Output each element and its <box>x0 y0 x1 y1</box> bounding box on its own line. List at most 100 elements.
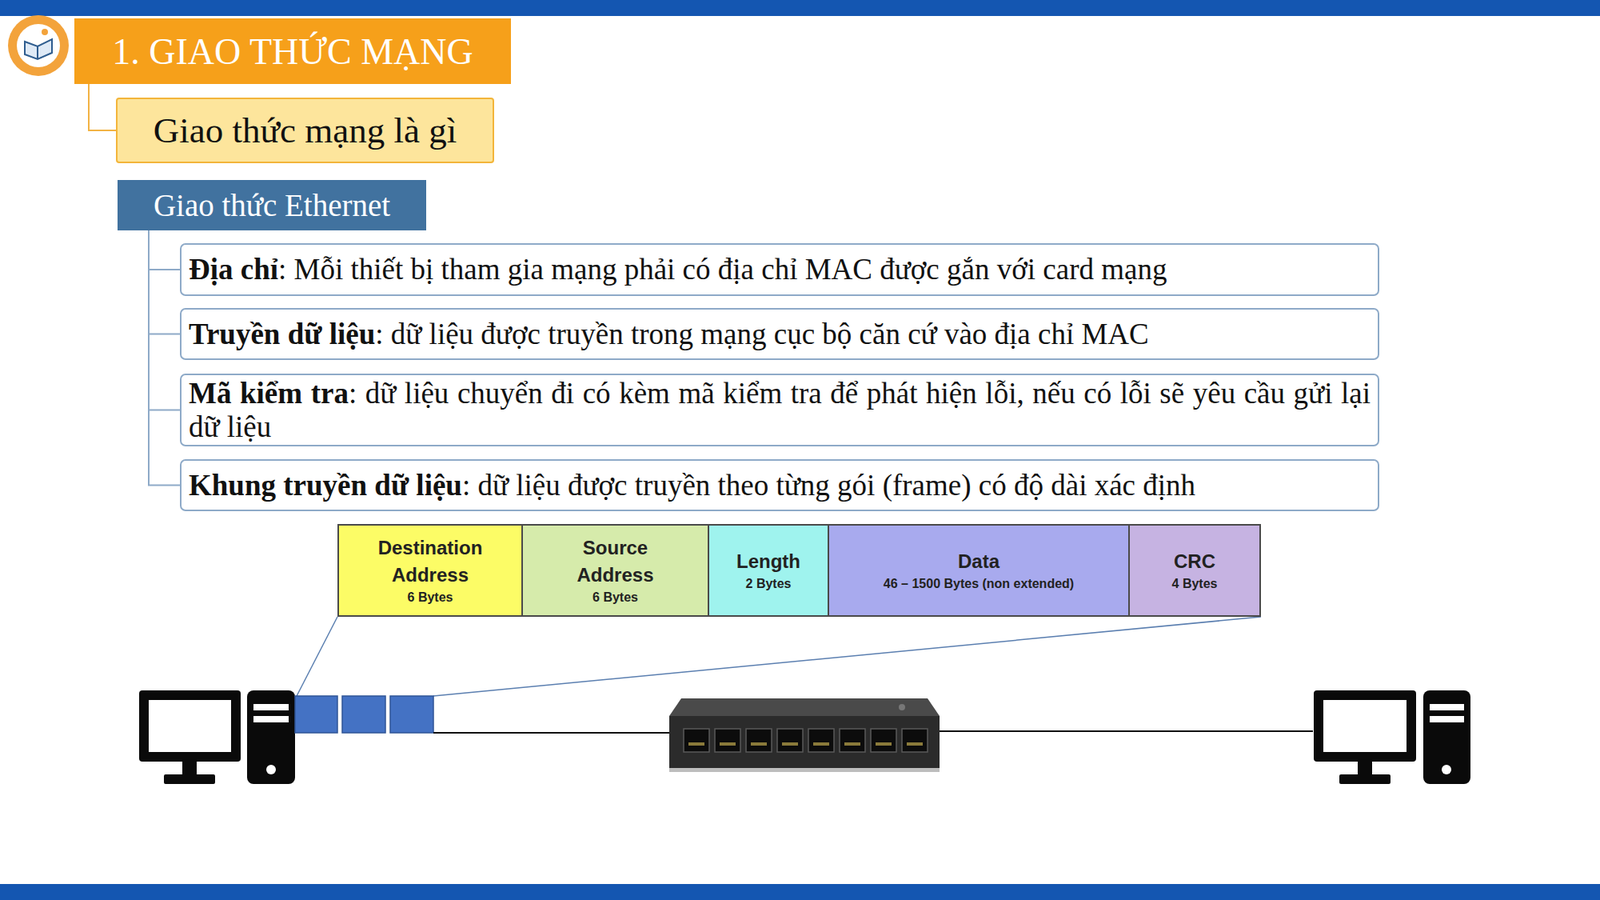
network-cable <box>939 730 1313 732</box>
feature-box: Truyền dữ liệu: dữ liệu được truyền tron… <box>179 307 1380 360</box>
field-name: Data <box>918 547 1039 575</box>
book-icon <box>7 15 69 76</box>
port <box>901 728 928 752</box>
subtopic-box: Giao thức Ethernet <box>117 179 427 231</box>
port-contact <box>875 742 892 746</box>
field-size: 6 Bytes <box>407 588 454 607</box>
feature-text: Khung truyền dữ liệu: dữ liệu được truyề… <box>188 468 1371 503</box>
computer-right <box>1313 690 1471 784</box>
tower <box>247 690 296 784</box>
tower-button <box>1441 764 1452 775</box>
box-label: Giao thức Ethernet <box>153 187 391 224</box>
field-name: Length <box>708 547 829 575</box>
port-contact <box>844 742 861 746</box>
feature-description: : dữ liệu chuyển đi có kèm mã kiểm tra đ… <box>188 376 1371 443</box>
tower-slot <box>253 715 289 723</box>
feature-term: Khung truyền dữ liệu <box>188 468 463 502</box>
icon-circle <box>7 15 69 76</box>
feature-term: Truyền dữ liệu <box>188 317 376 351</box>
field-name: Source Address <box>555 534 676 589</box>
computer-left <box>139 690 296 784</box>
monitor-screen <box>148 699 232 752</box>
book-spine <box>36 46 39 60</box>
monitor-screen <box>1323 699 1407 752</box>
port-contact <box>782 742 799 746</box>
tree-connector <box>148 230 180 411</box>
tree-connector <box>148 230 180 486</box>
feature-box: Mã kiểm tra: dữ liệu chuyển đi có kèm mã… <box>179 373 1380 447</box>
switch-shadow <box>669 767 940 772</box>
frame-field: CRC4 Bytes <box>1128 523 1261 617</box>
switch-logo <box>898 703 906 711</box>
port <box>746 728 772 752</box>
packet-block <box>342 695 386 733</box>
monitor-frame <box>1313 690 1417 762</box>
port-contact <box>813 742 830 746</box>
tower-slot <box>1429 715 1465 723</box>
monitor-neck <box>1357 761 1373 775</box>
port-contact <box>906 742 923 746</box>
port <box>870 728 897 752</box>
icon-dot <box>41 28 48 36</box>
network-cable <box>433 731 670 734</box>
port <box>777 728 803 752</box>
feature-box: Khung truyền dữ liệu: dữ liệu được truyề… <box>179 458 1380 511</box>
packet-block <box>390 695 434 733</box>
packet-block <box>295 695 338 733</box>
icon-inner <box>16 23 60 68</box>
book-shape <box>24 39 52 60</box>
bottom-bar <box>0 883 1600 900</box>
feature-text: Mã kiểm tra: dữ liệu chuyển đi có kèm mã… <box>188 376 1371 444</box>
switch-top <box>669 698 940 716</box>
feature-text: Truyền dữ liệu: dữ liệu được truyền tron… <box>188 317 1371 352</box>
field-size: 6 Bytes <box>592 588 639 607</box>
port-contact <box>688 742 705 746</box>
leader-line <box>433 616 1261 696</box>
tree-connector <box>88 83 116 131</box>
field-name: CRC <box>1134 547 1255 575</box>
top-bar <box>0 0 1600 16</box>
port <box>808 728 834 752</box>
feature-term: Địa chỉ <box>188 252 279 286</box>
field-size: 4 Bytes <box>1172 574 1218 593</box>
tower-slot <box>1429 703 1465 711</box>
tree-connector <box>148 230 180 270</box>
tree-connector <box>148 230 180 335</box>
feature-box: Địa chỉ: Mỗi thiết bị tham gia mạng phải… <box>179 243 1380 296</box>
monitor-base <box>163 774 216 784</box>
monitor-frame <box>139 690 241 762</box>
tower <box>1423 690 1471 784</box>
monitor-neck <box>182 761 197 775</box>
feature-description: : dữ liệu được truyền trong mạng cục bộ … <box>375 317 1149 351</box>
switch-ports <box>683 728 928 752</box>
frame-field: Length2 Bytes <box>707 523 830 617</box>
switch-front <box>669 715 940 771</box>
port <box>839 728 866 752</box>
topic-box: Giao thức mạng là gì <box>115 97 495 164</box>
frame-field: Data46 – 1500 Bytes (non extended) <box>827 523 1130 617</box>
feature-description: : dữ liệu được truyền theo từng gói (fra… <box>462 468 1196 502</box>
box-label: 1. GIAO THỨC MẠNG <box>111 30 473 73</box>
monitor-base <box>1339 774 1391 784</box>
field-name: Destination Address <box>370 534 491 589</box>
box-label: Giao thức mạng là gì <box>153 109 457 152</box>
tower-button <box>266 764 276 775</box>
feature-term: Mã kiểm tra <box>188 376 349 410</box>
port-contact <box>719 742 736 746</box>
field-size: 46 – 1500 Bytes (non extended) <box>883 574 1074 593</box>
port <box>683 728 710 752</box>
field-size: 2 Bytes <box>746 574 792 593</box>
port-contacts <box>688 742 923 746</box>
port <box>714 728 741 752</box>
tower-slot <box>253 703 289 711</box>
network-switch <box>669 698 940 772</box>
frame-field: Destination Address6 Bytes <box>337 523 523 617</box>
feature-text: Địa chỉ: Mỗi thiết bị tham gia mạng phải… <box>188 252 1371 287</box>
feature-description: : Mỗi thiết bị tham gia mạng phải có địa… <box>278 252 1167 286</box>
frame-field: Source Address6 Bytes <box>521 523 710 617</box>
leader-line <box>295 616 338 698</box>
port-contact <box>750 742 767 746</box>
frame-packets <box>295 695 434 733</box>
section-title-box: 1. GIAO THỨC MẠNG <box>74 18 511 84</box>
